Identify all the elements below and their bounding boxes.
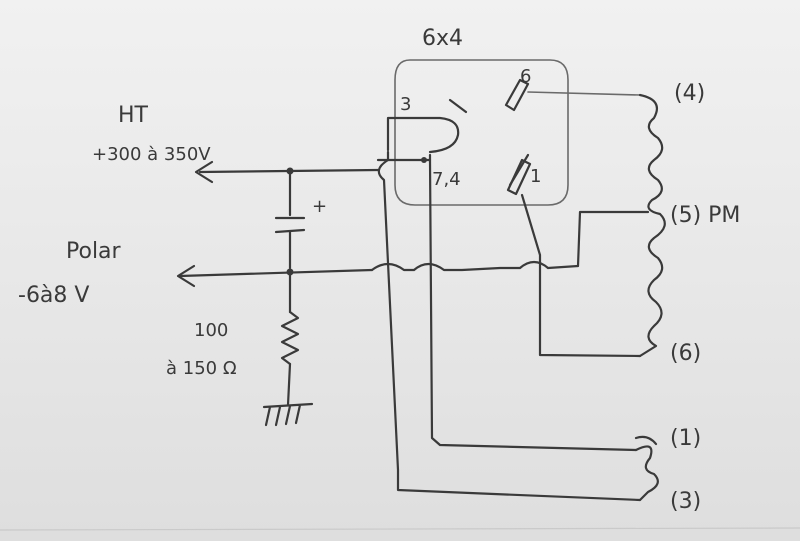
- cap-plus: +: [312, 196, 327, 217]
- paper-fold: [0, 527, 800, 531]
- ht-arrow: [194, 160, 214, 184]
- winding-label-6: (6): [670, 341, 701, 366]
- heater-arm: [448, 98, 468, 114]
- ht-value: +300 à 350V: [92, 144, 211, 165]
- winding-label-5-pm: (5) PM: [670, 203, 740, 228]
- ground-symbol: [262, 402, 314, 427]
- winding-label-3: (3): [670, 489, 701, 514]
- output-transformer-primary: [638, 93, 666, 358]
- pin-1-label: 1: [530, 166, 541, 187]
- resistor-value: 100: [194, 320, 228, 341]
- polar-value: -6à8 V: [18, 283, 89, 308]
- wire-pin3-down: [377, 150, 642, 502]
- pin-74-label: 7,4: [432, 169, 461, 190]
- polar-line: [178, 268, 374, 278]
- wire-pm: [576, 210, 650, 268]
- wire-anode6-right: [527, 91, 641, 96]
- polar-arrow: [176, 264, 196, 288]
- anode-1-plate: [506, 158, 532, 196]
- heater-hook: [386, 116, 460, 154]
- tube-label: 6x4: [422, 26, 463, 51]
- winding-label-1: (1): [670, 426, 701, 451]
- pin-3-label: 3: [400, 94, 411, 115]
- ht-name: HT: [118, 103, 149, 128]
- winding-label-4: (4): [674, 81, 705, 106]
- resistor-body: [280, 310, 300, 366]
- wire-anode1-down: [520, 193, 642, 358]
- heater-winding-top: [634, 435, 658, 446]
- heater-winding: [634, 445, 659, 502]
- pin-6-label: 6: [520, 66, 531, 87]
- wire-cathode-down: [428, 158, 638, 452]
- polar-crossings: [370, 260, 580, 272]
- polar-name: Polar: [66, 239, 122, 264]
- anode-1-arrow: [508, 153, 530, 187]
- anode-6-plate: [504, 78, 530, 112]
- cathode-dot: [421, 157, 427, 163]
- resistor-lead-bottom: [286, 362, 292, 407]
- tube-envelope: [394, 59, 569, 206]
- resistor-unit: à 150 Ω: [166, 358, 237, 379]
